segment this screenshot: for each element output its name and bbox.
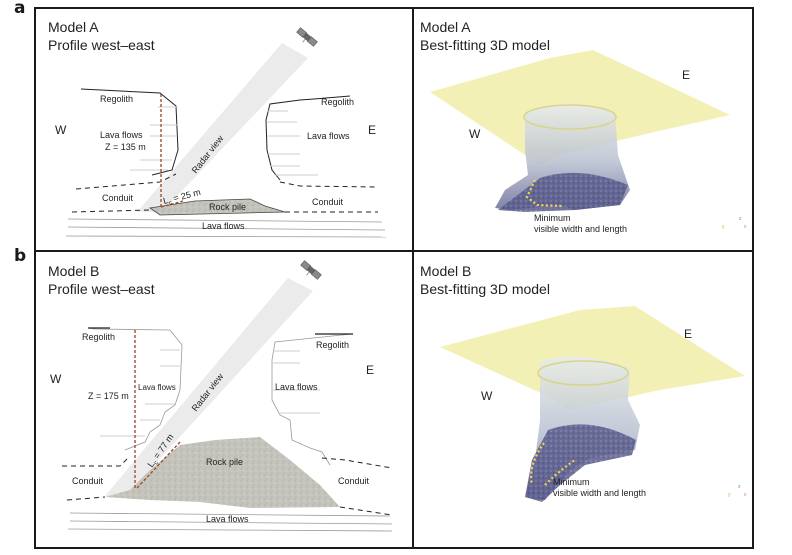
west-label-b: W xyxy=(50,372,62,386)
svg-text:z: z xyxy=(738,484,741,490)
conduit-floor-left-b xyxy=(66,496,106,501)
profile-a: Regolith Regolith W E Lava flows Lava fl… xyxy=(55,27,387,238)
annotation-line2-b: visible width and length xyxy=(553,488,646,498)
conduit-right-label-a: Conduit xyxy=(312,197,344,207)
rock-pile-label-b: Rock pile xyxy=(206,457,243,467)
west-label-3d-b: W xyxy=(481,389,493,403)
profile-a-title: Model A Profile west–east xyxy=(48,18,155,54)
west-label-3d-a: W xyxy=(469,127,481,141)
model3d-b-title: Model B Best-fitting 3D model xyxy=(420,262,550,298)
svg-text:y: y xyxy=(728,492,731,498)
right-wall-b xyxy=(271,333,353,466)
regolith-left-label-b: Regolith xyxy=(82,332,115,342)
conduit-base-a xyxy=(498,172,628,212)
svg-text:x: x xyxy=(744,492,747,498)
rock-pile-label-a: Rock pile xyxy=(209,202,246,212)
annotation-line1-a: Minimum xyxy=(534,213,571,223)
conduit-base-b xyxy=(525,424,636,502)
svg-text:y: y xyxy=(722,224,725,230)
conduit-floor-right-b xyxy=(339,506,393,516)
strata-lines-left-b xyxy=(100,349,180,437)
east-label-b: E xyxy=(366,363,374,377)
satellite-icon xyxy=(300,260,322,280)
model3d-a-title: Model A Best-fitting 3D model xyxy=(420,18,550,54)
strata-lines-right-a xyxy=(267,110,318,176)
depth-label-a: Z = 135 m xyxy=(105,142,146,152)
profile-b-title-line2: Profile west–east xyxy=(48,281,155,297)
left-conduit-boundary-a xyxy=(75,173,177,190)
lava-flows-bottom-label-b: Lava flows xyxy=(206,514,249,524)
right-wall-a xyxy=(265,95,351,181)
axis-triad-a: z y x xyxy=(722,216,747,230)
left-conduit-boundary-b xyxy=(62,457,129,467)
right-conduit-boundary-a xyxy=(279,181,379,188)
figure-frame xyxy=(34,7,754,549)
profile-a-title-line1: Model A xyxy=(48,19,99,35)
model3d-a-title-line1: Model A xyxy=(420,19,471,35)
vertical-divider xyxy=(412,7,414,549)
lava-flows-left-label-a: Lava flows xyxy=(100,130,143,140)
east-label-a: E xyxy=(368,123,376,137)
panel-label-a: a xyxy=(14,0,26,18)
regolith-right-label-a: Regolith xyxy=(321,97,354,107)
west-label-a: W xyxy=(55,123,67,137)
axis-triad-b: z y x xyxy=(728,484,747,498)
model3d-a: E W Minimum visible width and length z y… xyxy=(430,50,747,234)
model3d-b: E W Minimum visible width and length z y… xyxy=(440,306,747,502)
lc-line-a xyxy=(160,200,184,208)
lava-flows-left-label-b: Lava flows xyxy=(138,383,176,392)
conduit-floor-left-a xyxy=(71,209,151,213)
rock-pile-b xyxy=(105,437,340,508)
lava-flow-lines-a xyxy=(65,218,387,238)
annotation-line1-b: Minimum xyxy=(553,477,590,487)
satellite-icon xyxy=(296,27,318,47)
conduit-left-label-a: Conduit xyxy=(102,193,134,203)
crater-rim-b xyxy=(537,360,629,386)
east-label-3d-b: E xyxy=(684,327,692,341)
min-width-dotted-b xyxy=(530,442,576,486)
conduit-right-label-b: Conduit xyxy=(338,476,370,486)
min-width-dotted-a xyxy=(525,179,564,208)
east-label-3d-a: E xyxy=(682,68,690,82)
lava-flows-right-label-a: Lava flows xyxy=(307,131,350,141)
radar-beam-b xyxy=(105,278,313,496)
left-wall-b xyxy=(87,327,183,451)
lava-flows-bottom-label-a: Lava flows xyxy=(202,221,245,231)
profile-a-title-line2: Profile west–east xyxy=(48,37,155,53)
profile-b-title: Model B Profile west–east xyxy=(48,262,155,298)
right-conduit-boundary-b xyxy=(321,457,393,469)
model3d-b-title-line1: Model B xyxy=(420,263,472,279)
svg-text:z: z xyxy=(739,216,742,222)
depth-label-b: Z = 175 m xyxy=(88,391,129,401)
annotation-line2-a: visible width and length xyxy=(534,224,627,234)
horizontal-divider xyxy=(34,250,754,252)
model3d-a-title-line2: Best-fitting 3D model xyxy=(420,37,550,53)
regolith-left-label-a: Regolith xyxy=(100,94,133,104)
panel-label-b: b xyxy=(14,246,27,266)
profile-b: Regolith Regolith W E Lava flows Lava fl… xyxy=(50,260,393,532)
profile-b-title-line1: Model B xyxy=(48,263,100,279)
left-wall-a xyxy=(80,88,179,176)
rock-pile-a xyxy=(148,198,286,216)
regolith-right-label-b: Regolith xyxy=(316,340,349,350)
lc-line-b xyxy=(136,441,181,489)
svg-text:x: x xyxy=(744,224,747,230)
radar-beam-a xyxy=(137,43,308,212)
strata-lines-right-b xyxy=(273,350,320,414)
lava-flow-lines-b xyxy=(67,512,393,532)
model3d-b-title-line2: Best-fitting 3D model xyxy=(420,281,550,297)
conduit-left-label-b: Conduit xyxy=(72,476,104,486)
lava-flows-right-label-b: Lava flows xyxy=(275,382,318,392)
crater-rim-a xyxy=(523,104,617,130)
